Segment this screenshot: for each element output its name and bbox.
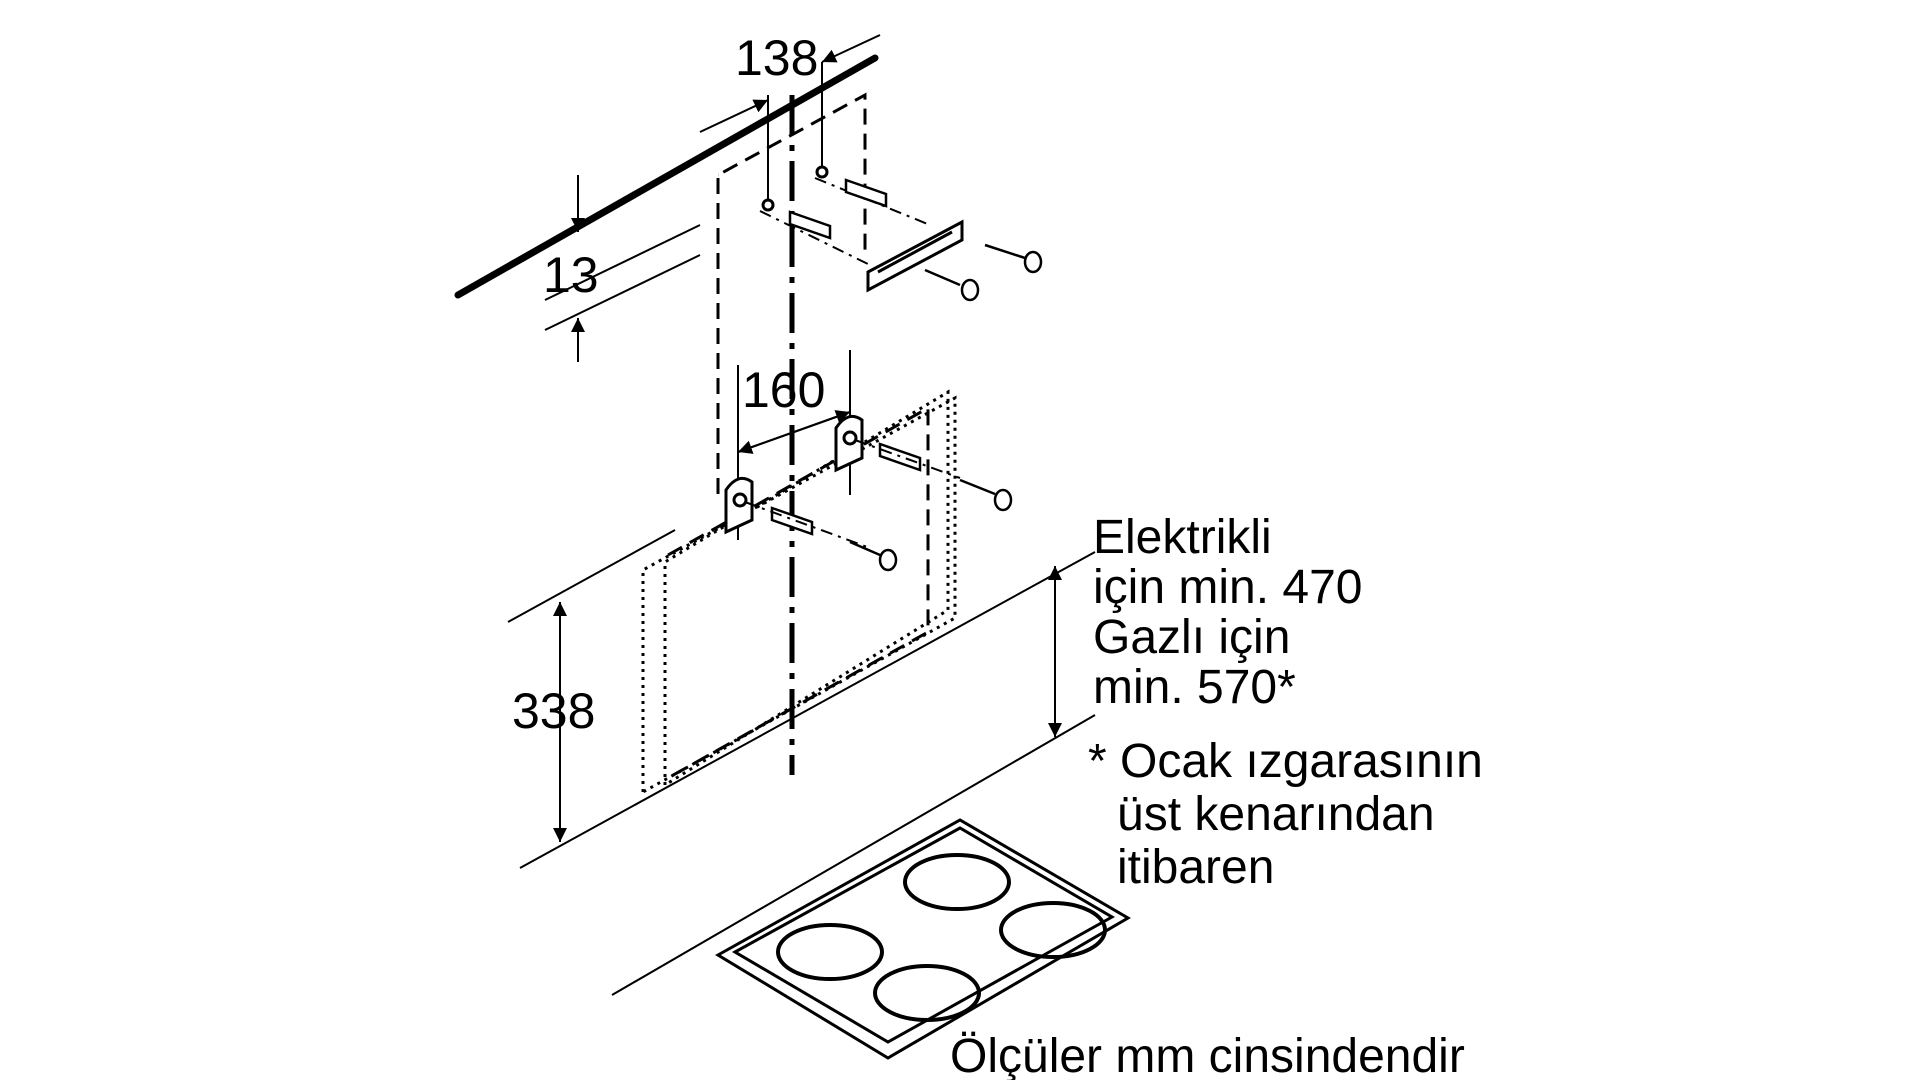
upper-wall-plug-right <box>844 178 888 208</box>
min-height-note-line2: için min. 470 <box>1093 561 1362 614</box>
dimension-338-label: 338 <box>512 683 595 739</box>
lower-bracket-left <box>724 476 754 535</box>
upper-wall-plug-left <box>788 210 832 240</box>
dimension-13-label: 13 <box>543 247 599 303</box>
reference-lines <box>507 529 1096 996</box>
min-height-note-line3: Gazlı için <box>1093 611 1290 664</box>
burner-left <box>776 923 884 981</box>
burner-back <box>903 853 1011 911</box>
dimension-138-label: 138 <box>735 30 818 86</box>
min-height-note-line1: Elektrikli <box>1093 511 1272 564</box>
burner-front <box>873 964 981 1022</box>
lower-bracket-right <box>834 414 864 473</box>
lower-screw-right <box>854 439 1013 512</box>
lower-chimney-outline <box>641 389 957 795</box>
min-height-note-line4: min. 570* <box>1093 661 1296 714</box>
ceiling-line <box>454 54 879 299</box>
units-caption: Ölçüler mm cinsindendir <box>950 1030 1465 1080</box>
burner-right <box>999 901 1107 959</box>
cooktop <box>715 818 1131 1060</box>
footnote-line2: üst kenarından <box>1117 788 1435 841</box>
dimension-13 <box>544 175 701 362</box>
footnote-line3: itibaren <box>1117 841 1274 894</box>
upper-screw-right <box>984 243 1043 274</box>
upper-screw-left <box>924 268 980 302</box>
footnote-line1: * Ocak ızgarasının <box>1088 735 1483 788</box>
lower-screw-left <box>744 501 898 572</box>
dimension-160-label: 160 <box>742 362 825 418</box>
dimension-138 <box>699 34 881 200</box>
